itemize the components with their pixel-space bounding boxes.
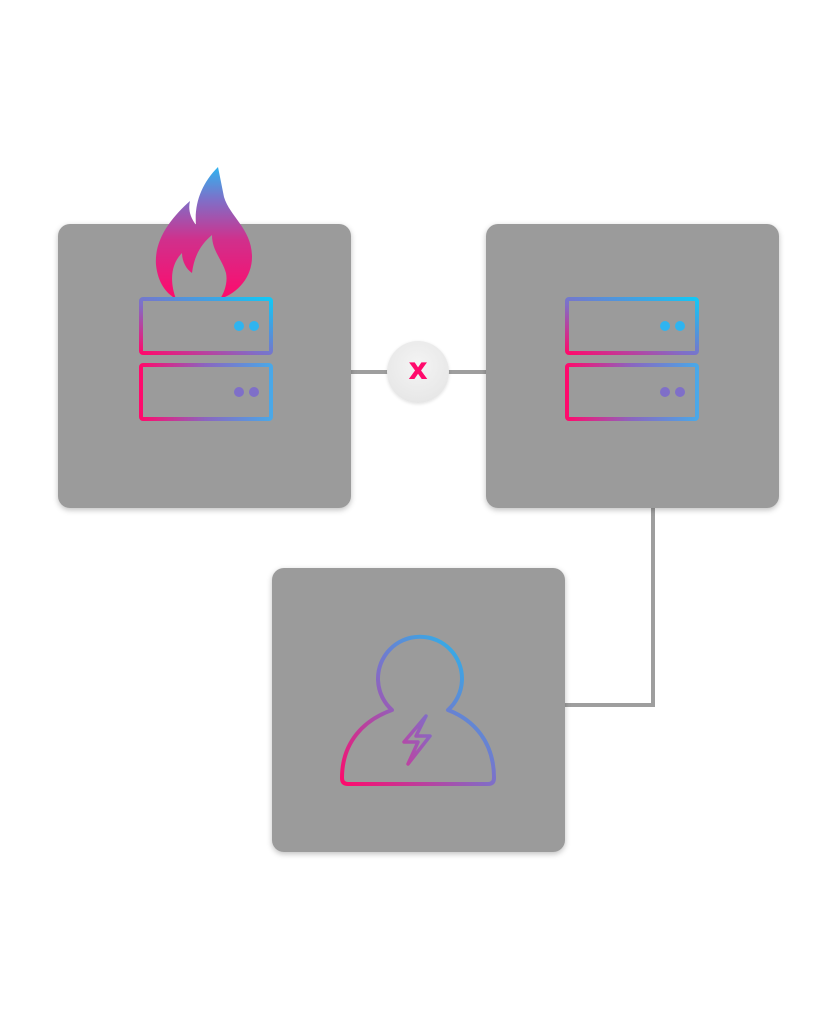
close-icon: x bbox=[408, 352, 428, 387]
connector-server-b-to-user-horizontal bbox=[565, 703, 655, 707]
user-card[interactable] bbox=[272, 568, 565, 852]
flame-icon bbox=[155, 167, 252, 299]
broken-connection-marker: x bbox=[387, 341, 449, 403]
connector-server-b-to-user-vertical bbox=[651, 508, 655, 707]
user-icon bbox=[340, 634, 496, 786]
server-a-icon bbox=[139, 297, 273, 421]
server-b-icon bbox=[565, 297, 699, 421]
lightning-bolt-icon bbox=[402, 714, 432, 766]
